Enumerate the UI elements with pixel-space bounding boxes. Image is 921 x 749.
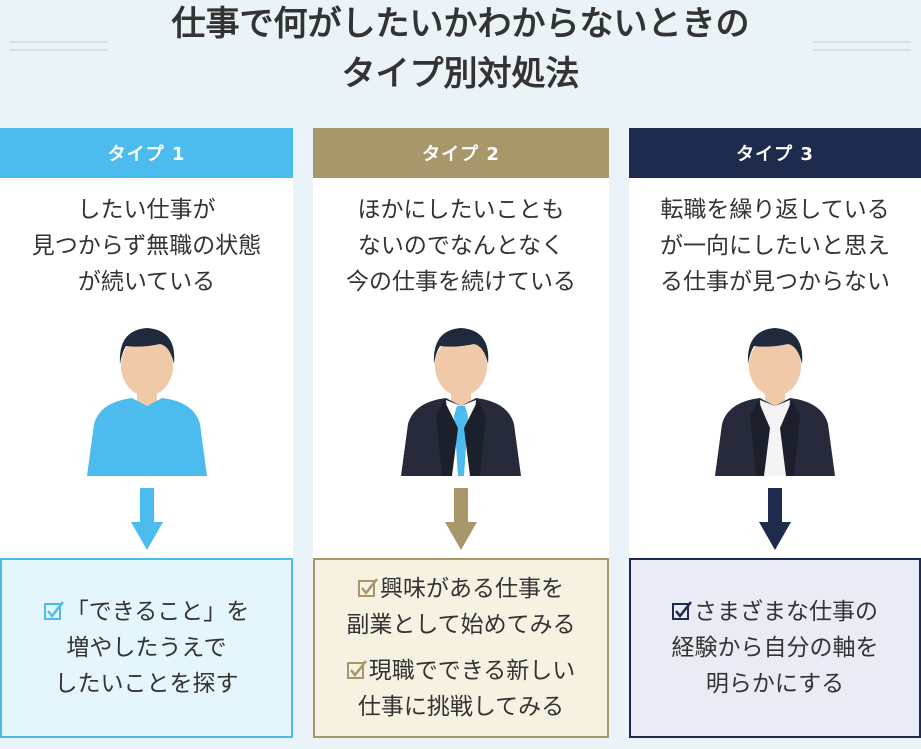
type-2-description: ほかにしたいことも ないのでなんとなく 今の仕事を続けている bbox=[313, 192, 609, 300]
title-deco-right-2 bbox=[813, 49, 911, 51]
type-2-header: タイプ 2 bbox=[313, 128, 609, 178]
type-2-column: タイプ 2 ほかにしたいことも ないのでなんとなく 今の仕事を続けている 興味が… bbox=[313, 128, 609, 738]
type-1-result-line: したいことを探す bbox=[54, 671, 239, 697]
type-2-result-item: 興味がある仕事を 副業として始めてみる bbox=[346, 571, 575, 643]
type-3-result-line: さまざまな仕事の bbox=[694, 599, 878, 625]
page-title-line-2: タイプ別対処法 bbox=[341, 54, 580, 94]
type-3-desc-line: 転職を繰り返している bbox=[660, 197, 890, 223]
title-deco-right bbox=[813, 41, 911, 43]
type-3-description: 転職を繰り返している が一向にしたいと思え る仕事が見つからない bbox=[629, 192, 921, 300]
type-2-desc-line: ほかにしたいことも bbox=[357, 197, 565, 223]
type-3-result-item: さまざまな仕事の 経験から自分の軸を 明らかにする bbox=[672, 594, 879, 702]
type-3-desc-line: が一向にしたいと思え bbox=[660, 233, 890, 259]
type-1-desc-line: が続いている bbox=[77, 269, 216, 295]
type-1-column: タイプ 1 したい仕事が 見つからず無職の状態 が続いている 「できること」を … bbox=[0, 128, 293, 738]
person-suit-icon bbox=[715, 328, 835, 476]
type-3-result-box: さまざまな仕事の 経験から自分の軸を 明らかにする bbox=[629, 558, 921, 738]
checkbox-icon bbox=[43, 601, 64, 620]
title-area: 仕事で何がしたいかわからないときの タイプ別対処法 bbox=[0, 0, 921, 110]
checkbox-icon bbox=[672, 601, 692, 620]
type-1-result-line: 「できること」を bbox=[65, 599, 250, 625]
person-casual-icon bbox=[86, 328, 207, 476]
type-2-result-line: 現職でできる新しい bbox=[368, 658, 576, 684]
type-2-result-box: 興味がある仕事を 副業として始めてみる 現職でできる新しい 仕事に挑戦してみる bbox=[313, 558, 609, 738]
type-2-result-line: 興味がある仕事を bbox=[380, 576, 564, 602]
down-arrow-icon bbox=[445, 488, 477, 550]
type-2-desc-line: ないのでなんとなく bbox=[357, 233, 565, 259]
title-deco-left bbox=[10, 41, 108, 43]
type-1-desc-line: 見つからず無職の状態 bbox=[31, 233, 262, 259]
title-deco-left-2 bbox=[10, 49, 108, 51]
person-suit-tie-icon bbox=[401, 328, 521, 476]
type-3-header: タイプ 3 bbox=[629, 128, 921, 178]
checkbox-icon bbox=[358, 578, 378, 597]
type-2-result-line: 仕事に挑戦してみる bbox=[357, 694, 565, 720]
type-2-desc-line: 今の仕事を続けている bbox=[346, 269, 576, 295]
type-3-desc-line: る仕事が見つからない bbox=[660, 269, 890, 295]
type-1-desc-line: したい仕事が bbox=[77, 197, 216, 223]
type-3-result-line: 経験から自分の軸を bbox=[671, 635, 879, 661]
type-3-column: タイプ 3 転職を繰り返している が一向にしたいと思え る仕事が見つからない さ… bbox=[629, 128, 921, 738]
type-1-header: タイプ 1 bbox=[0, 128, 293, 178]
type-2-result-item: 現職でできる新しい 仕事に挑戦してみる bbox=[346, 653, 576, 725]
type-1-result-line: 増やしたうえで bbox=[66, 635, 227, 661]
type-3-result-line: 明らかにする bbox=[705, 671, 845, 697]
type-1-description: したい仕事が 見つからず無職の状態 が続いている bbox=[0, 192, 293, 300]
type-2-result-line: 副業として始めてみる bbox=[346, 612, 576, 638]
type-1-result-item: 「できること」を 増やしたうえで したいことを探す bbox=[43, 594, 250, 702]
checkbox-icon bbox=[346, 660, 367, 679]
type-1-result-box: 「できること」を 増やしたうえで したいことを探す bbox=[0, 558, 293, 738]
page-title-line-1: 仕事で何がしたいかわからないときの bbox=[171, 4, 750, 44]
down-arrow-icon bbox=[759, 488, 791, 550]
down-arrow-icon bbox=[130, 488, 163, 550]
